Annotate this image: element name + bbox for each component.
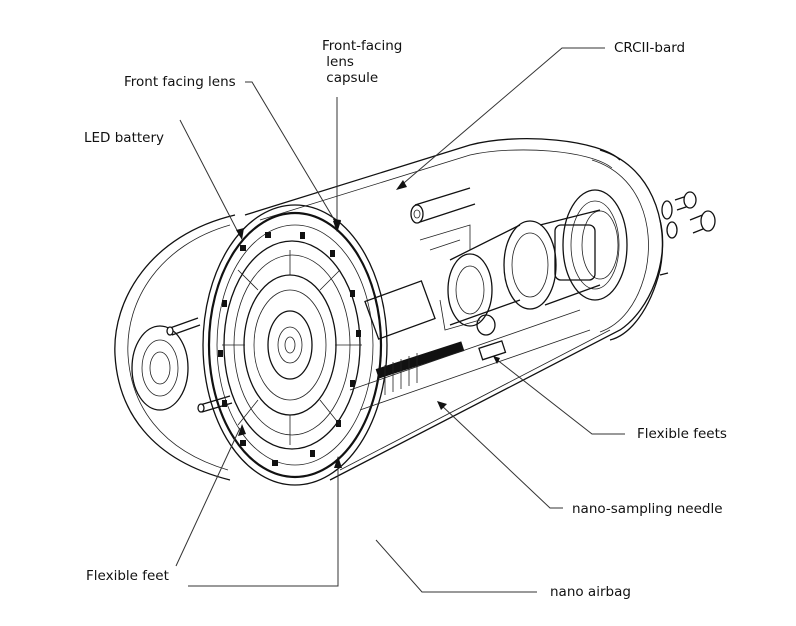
leader-front-lens-base (188, 460, 339, 587)
label-flexible-feets: Flexible feets (637, 426, 727, 442)
pin-upper (169, 317, 201, 336)
leader-flexible-feets (495, 358, 625, 435)
rear-cap (599, 149, 664, 341)
label-front-facing-lens-capsule: Front-facing lens capsule (322, 38, 403, 86)
leader-nano-sampling-needle (439, 403, 563, 509)
label-nano-sampling-needle: nano-sampling needle (572, 501, 723, 517)
label-flexible-feet: Flexible feet (86, 568, 169, 584)
rear-dome (114, 214, 236, 481)
loose-parts (659, 191, 716, 276)
leader-front-facing-lens (245, 81, 339, 227)
front-face-rim (202, 204, 388, 486)
label-nano-airbag: nano airbag (550, 584, 631, 600)
leader-nano-airbag (375, 539, 537, 593)
rear-lens (131, 325, 189, 411)
leader-led-battery (179, 119, 241, 237)
label-crcii-bard: CRCII-bard (614, 40, 686, 56)
front-lens (267, 310, 313, 380)
label-led-battery: LED battery (84, 130, 165, 146)
face-tick-marks (218, 232, 361, 466)
label-front-facing-lens: Front facing lens (124, 74, 236, 90)
leader-flexible-feet (175, 427, 241, 567)
leader-crcii-bard (397, 47, 605, 189)
rear-gear (562, 189, 628, 301)
cylinder-top (244, 138, 621, 216)
arrowheads (236, 180, 500, 468)
internal-mechanism (349, 187, 601, 411)
